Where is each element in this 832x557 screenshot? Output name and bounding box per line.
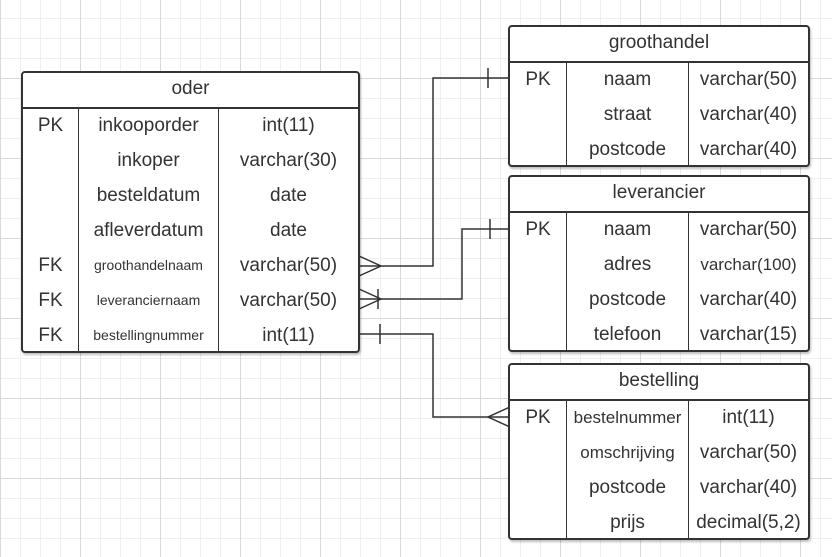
key-cell: FK — [38, 290, 63, 311]
field-name: naam — [603, 219, 652, 240]
key-cell — [510, 97, 566, 132]
entity-title: leverancier — [510, 177, 808, 213]
crowsfoot-many-bestelling — [486, 406, 511, 428]
key-cell — [23, 143, 78, 178]
field-name: bestelnummer — [573, 408, 682, 427]
key-cell — [510, 282, 566, 317]
column-divider — [566, 61, 567, 165]
field-name: inkoper — [117, 150, 180, 171]
field-type: varchar(50) — [699, 69, 798, 90]
entity-title: oder — [23, 73, 358, 109]
field-type: varchar(30) — [239, 150, 338, 171]
connector-leverancier[interactable] — [359, 228, 510, 300]
field-name: bestellingnummer — [93, 327, 204, 343]
field-name: postcode — [588, 477, 667, 498]
field-type: varchar(40) — [699, 289, 798, 310]
field-type: date — [270, 220, 307, 241]
connector-groothandel[interactable] — [359, 77, 510, 267]
entity-oder[interactable]: oder PK inkooporder int(11) inkoper varc… — [21, 71, 360, 353]
entity-leverancier[interactable]: leverancier PK naam varchar(50) adres va… — [508, 175, 810, 352]
field-name: telefoon — [593, 324, 662, 345]
field-name: postcode — [588, 139, 667, 160]
field-name: postcode — [588, 289, 667, 310]
key-cell — [23, 178, 78, 213]
key-cell: FK — [38, 325, 63, 346]
field-type: varchar(50) — [239, 290, 338, 311]
crowsfoot-many-groothandelnaam — [358, 255, 383, 277]
field-type: varchar(50) — [239, 255, 338, 276]
column-divider — [688, 61, 689, 165]
field-type: varchar(40) — [699, 477, 798, 498]
key-cell: FK — [38, 255, 63, 276]
crowsfoot-many-leveranciernaam — [358, 288, 383, 310]
key-cell — [510, 470, 566, 505]
field-type: decimal(5,2) — [696, 512, 801, 533]
field-type: varchar(50) — [699, 442, 798, 463]
connector-bestelling[interactable] — [359, 333, 510, 418]
field-name: besteldatum — [96, 185, 201, 206]
field-type: varchar(15) — [699, 324, 798, 345]
key-cell — [510, 247, 566, 282]
column-divider — [218, 107, 219, 351]
key-cell — [510, 132, 566, 165]
field-type: varchar(100) — [700, 255, 797, 274]
entity-bestelling[interactable]: bestelling PK bestelnummer int(11) omsch… — [508, 363, 810, 540]
column-divider — [78, 107, 79, 351]
key-cell: PK — [525, 69, 551, 90]
field-name: adres — [603, 254, 652, 275]
field-type: date — [270, 185, 307, 206]
key-cell — [510, 435, 566, 470]
field-name: leveranciernaam — [96, 292, 201, 308]
column-divider — [688, 211, 689, 350]
column-divider — [688, 399, 689, 538]
field-type: int(11) — [722, 407, 775, 428]
field-type: varchar(50) — [699, 219, 798, 240]
entity-groothandel[interactable]: groothandel PK naam varchar(50) straat v… — [508, 25, 810, 167]
field-name: naam — [603, 69, 652, 90]
column-divider — [566, 399, 567, 538]
key-cell — [23, 213, 78, 248]
field-type: int(11) — [262, 115, 315, 136]
key-cell: PK — [525, 407, 551, 428]
field-name: straat — [603, 104, 652, 125]
column-divider — [566, 211, 567, 350]
field-name: inkooporder — [98, 115, 199, 136]
field-type: varchar(40) — [699, 104, 798, 125]
key-cell: PK — [525, 219, 551, 240]
field-name: prijs — [610, 512, 645, 533]
entity-title: groothandel — [510, 27, 808, 63]
field-name: omschrijving — [580, 443, 675, 462]
field-type: varchar(40) — [699, 139, 798, 160]
key-cell: PK — [37, 115, 64, 136]
key-cell — [510, 317, 566, 350]
key-cell — [510, 505, 566, 538]
field-type: int(11) — [262, 325, 315, 346]
field-name: afleverdatum — [93, 220, 204, 241]
entity-title: bestelling — [510, 365, 808, 401]
field-name: groothandelnaam — [94, 257, 203, 273]
